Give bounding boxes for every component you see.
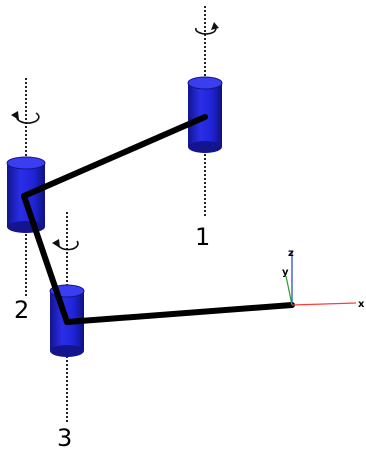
rotation-arrow-icon	[52, 239, 79, 251]
link-1-2	[21, 114, 208, 199]
x-axis-line	[291, 302, 357, 306]
robot-links	[21, 114, 295, 325]
rotation-arrow-icon	[11, 111, 40, 124]
y-axis-line	[285, 275, 293, 306]
coordinate-frame: x y z	[282, 248, 365, 310]
rotation-arrow-icon	[195, 22, 219, 35]
rotation-axes	[25, 6, 206, 422]
y-axis-label: y	[282, 267, 289, 278]
joint-2-label: 2	[14, 296, 29, 324]
joint-3-label: 3	[57, 424, 72, 452]
link-3-base	[64, 302, 295, 325]
link-2-3	[21, 193, 70, 325]
x-axis-label: x	[358, 299, 365, 310]
z-axis-label: z	[288, 248, 294, 259]
joint-1-cylinder	[187, 76, 223, 153]
joint-1-label: 1	[195, 223, 210, 251]
